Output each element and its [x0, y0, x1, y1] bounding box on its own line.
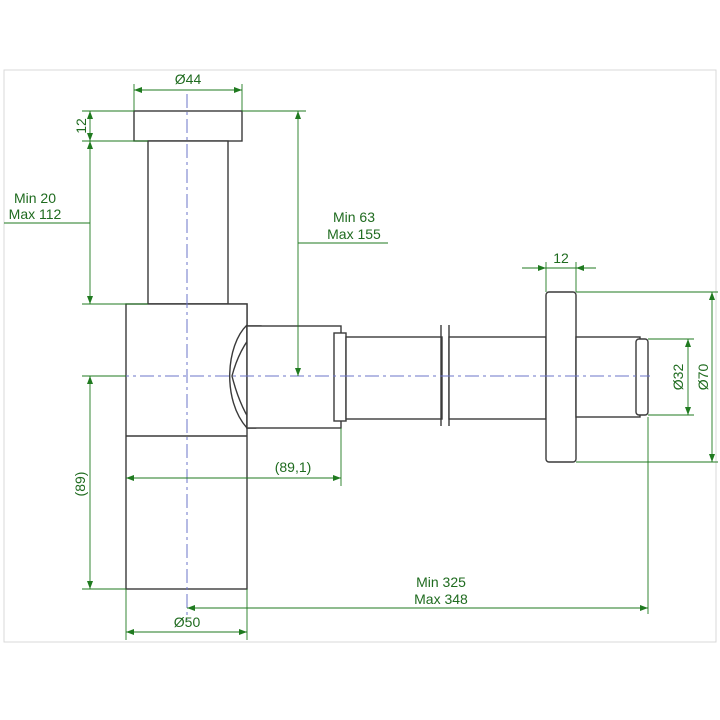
label-top-thickness: 12	[73, 118, 89, 134]
label-height-min: Min 63	[333, 209, 375, 225]
label-riser-min: Min 20	[14, 190, 56, 206]
dim-total-length: Min 325 Max 348	[187, 417, 649, 614]
drawing-frame	[3, 69, 717, 643]
dim-body-height: (89)	[72, 375, 126, 590]
label-flange-thickness: 12	[553, 250, 569, 266]
outlet-pipe-right	[448, 336, 547, 420]
dim-body-diameter: Ø50	[125, 589, 248, 640]
label-length-max: Max 348	[414, 591, 468, 607]
label-outlet-diameter: Ø32	[670, 364, 686, 391]
dim-flange-thickness: 12	[522, 250, 596, 292]
label-body-offset: (89,1)	[275, 459, 312, 475]
label-flange-diameter: Ø70	[695, 364, 711, 391]
outlet-nut-ring	[333, 332, 347, 422]
wall-pipe-stub	[575, 336, 641, 418]
outlet-pipe-left	[345, 336, 443, 420]
elbow-curve	[229, 324, 248, 429]
dim-outlet-diameter: Ø32	[648, 338, 694, 416]
label-length-min: Min 325	[416, 574, 466, 590]
label-height-max: Max 155	[327, 226, 381, 242]
riser-tube	[147, 140, 229, 305]
top-cap	[133, 110, 243, 142]
label-top-diameter: Ø44	[175, 71, 202, 87]
trap-outline	[125, 110, 649, 590]
wall-pipe-end	[635, 338, 649, 416]
dim-top-thickness: 12	[73, 110, 148, 142]
dim-body-offset: (89,1)	[126, 428, 342, 486]
dim-top-diameter: Ø44	[133, 71, 243, 111]
dim-riser-length: Min 20 Max 112	[4, 141, 148, 305]
label-body-height: (89)	[72, 472, 88, 497]
dim-inlet-height: Min 63 Max 155	[242, 110, 388, 376]
label-riser-max: Max 112	[9, 206, 62, 222]
dim-flange-diameter: Ø70	[576, 291, 718, 463]
wall-flange	[545, 291, 577, 463]
label-body-diameter: Ø50	[174, 614, 201, 630]
outlet-nut	[246, 325, 342, 429]
